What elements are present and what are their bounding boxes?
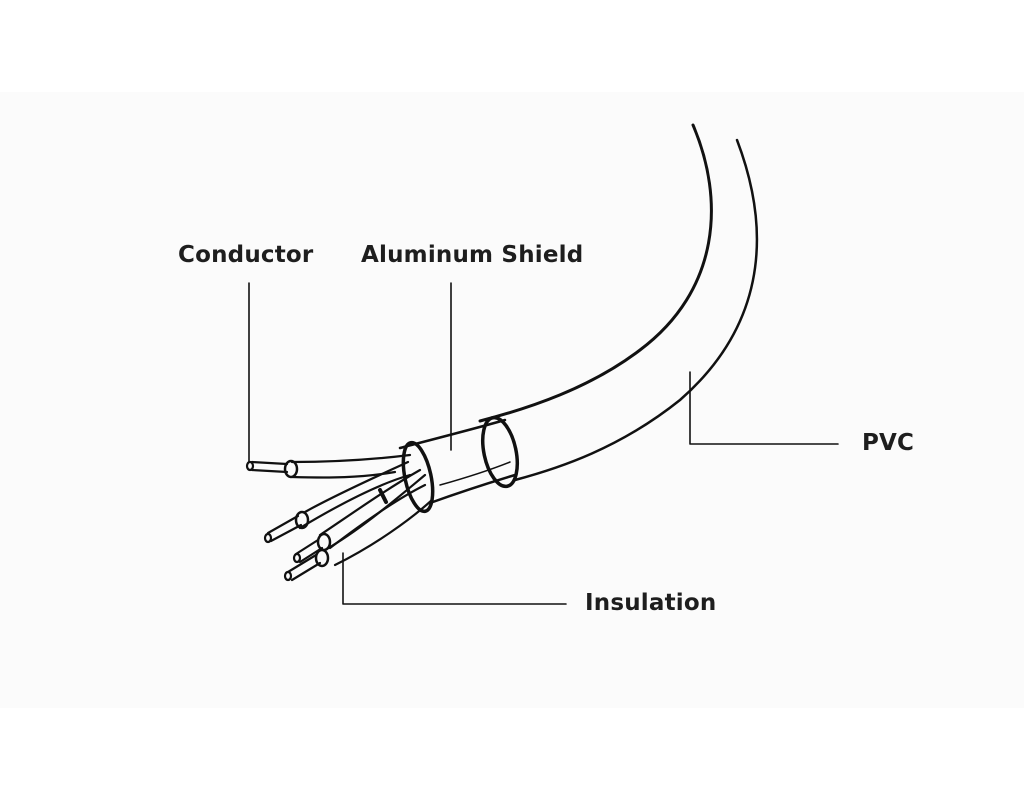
label-insulation: Insulation — [585, 590, 717, 616]
pvc-jacket — [478, 123, 759, 489]
label-conductor: Conductor — [178, 242, 314, 268]
insulated-wires — [245, 453, 434, 582]
pvc-leader — [689, 371, 839, 445]
diagram-background — [0, 92, 1024, 708]
leader-lines — [248, 282, 839, 605]
label-pvc: PVC — [862, 430, 915, 456]
insulation-leader — [342, 552, 567, 605]
aluminum-shield — [398, 418, 517, 514]
label-aluminum-shield: Aluminum Shield — [361, 242, 584, 268]
